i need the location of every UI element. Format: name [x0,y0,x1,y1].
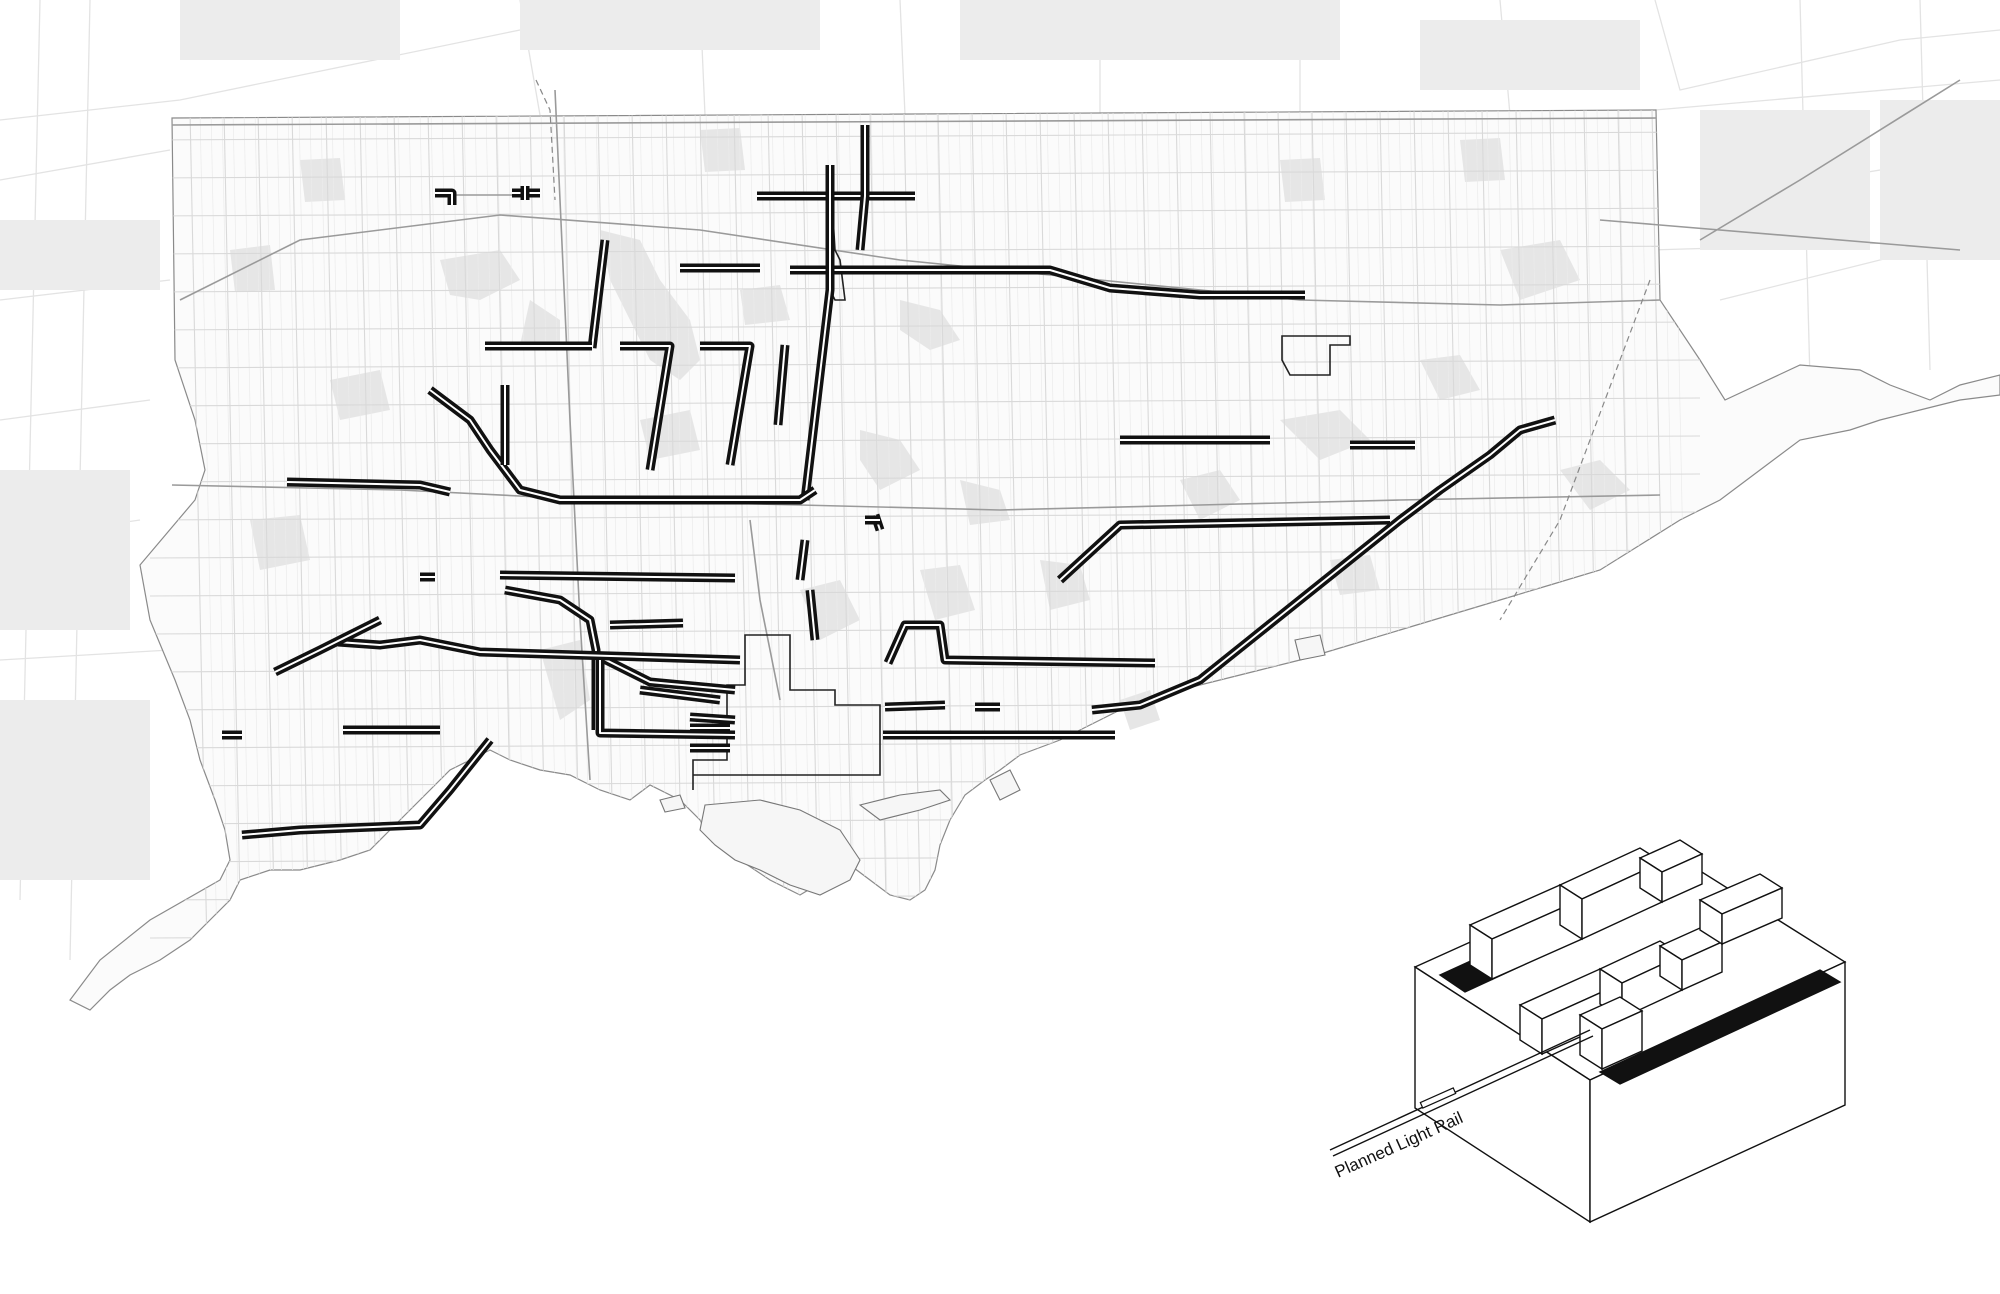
street-line [257,110,277,1001]
street-line [149,511,1701,521]
corridor-centerline [435,192,453,205]
corridor-centerline [286,481,451,493]
street-line [149,587,1701,597]
street-line [149,435,1701,445]
minor-street [221,110,241,1001]
inset-building-front [1601,1009,1643,1071]
corridor-centerline [241,739,491,836]
corridor-centerline [689,716,736,721]
corridor-centerline [429,389,816,501]
street-line [149,321,1701,331]
minor-street [331,110,351,1001]
minor-street [232,110,252,1001]
corridor-centerline [595,654,736,691]
minor-street [254,110,274,1001]
corridor-centerline [777,344,786,426]
waterfront-islands [659,634,1326,896]
minor-street [848,110,868,1001]
corridor-centerline [804,165,831,501]
corridor-centerline [499,574,736,579]
inset-building-front [1661,852,1703,904]
street-line [325,110,345,1001]
minor-street [342,110,362,1001]
corridor-centerline [1059,519,1391,581]
street-line [149,891,1701,901]
minor-street [276,110,296,1001]
corridor-centerline [620,345,671,471]
minor-street [892,110,912,1001]
minor-street [243,110,263,1001]
street-line [903,110,923,1001]
street-line [149,207,1701,217]
light-rail-corridors [222,125,1557,840]
planned-light-rail-label: Planned Light Rail [1332,1108,1466,1181]
corridor-centerline [799,539,806,581]
minor-street [287,110,307,1001]
street-line [149,549,1701,559]
regional-texture [0,0,2000,880]
street-line [149,245,1701,255]
minor-street [320,110,340,1001]
corridor-centerline [274,619,381,673]
corridor-centerline [887,624,1156,664]
corridor-centerline [639,689,721,701]
corridor-centerline [591,239,606,349]
corridor-centerline [809,589,816,641]
minor-street [298,110,318,1001]
minor-street [870,110,890,1001]
street-line [149,283,1701,293]
street-line [149,169,1701,179]
street-line [149,397,1701,407]
minor-street [265,110,285,1001]
corridor-centerline [337,639,741,661]
street-line [149,359,1701,369]
inset-building-front [1721,886,1783,946]
corridor-centerline [884,704,946,708]
street-line [869,110,889,1001]
inset-tram-car [1419,1087,1457,1109]
inset-rail-line [1332,1035,1594,1157]
street-line [149,131,1701,141]
isometric-inset: Planned Light Rail [1329,839,1847,1224]
corridor-centerline [700,345,751,466]
corridor-centerline [599,660,736,736]
corridor-centerline [1091,419,1556,711]
corridor-centerline [609,622,684,626]
minor-street [914,110,934,1001]
inset-road-south [1598,969,1842,1085]
railway-dashed [535,79,1651,621]
inset-rail-line [1329,1029,1591,1151]
minor-street [309,110,329,1001]
street-line [149,929,1701,939]
corridor-centerline [859,125,866,251]
inset-building-front [1681,940,1723,992]
street-line [223,110,243,1001]
minor-street [859,110,879,1001]
street-line [291,110,311,1001]
